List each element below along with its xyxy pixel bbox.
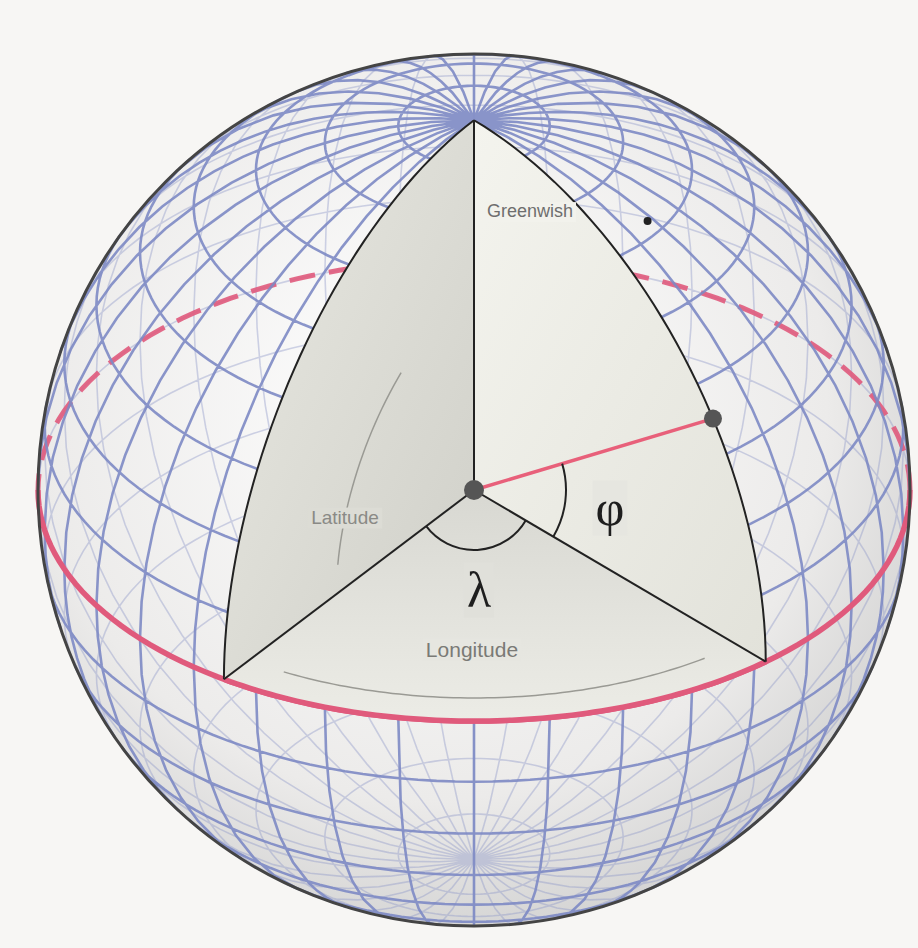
equator-edge [224,662,766,721]
cut-face-right [474,120,766,661]
latitude-arrow [338,373,401,565]
phi-angle-arc [553,464,566,537]
greenwich-dot [644,217,652,225]
position-dot [704,410,722,428]
longitude-arrow [284,658,705,698]
lambda-angle-arc [426,520,526,550]
meridian-edge [224,120,474,679]
angle-symbol: λ [464,563,494,618]
position-radius [474,419,713,490]
front-graticule [38,54,910,926]
sphere-body [38,54,910,926]
center-dot [464,480,484,500]
back-graticule [38,54,910,926]
axis-label: Latitude [308,508,382,529]
meridian-edge [474,120,766,661]
equator-front [38,490,910,721]
place-label: Greenwish [484,202,576,222]
axis-label: Longitude [423,638,521,661]
angle-symbol: φ [593,481,628,536]
sphere-outline [38,54,910,926]
axis-line [473,120,475,490]
